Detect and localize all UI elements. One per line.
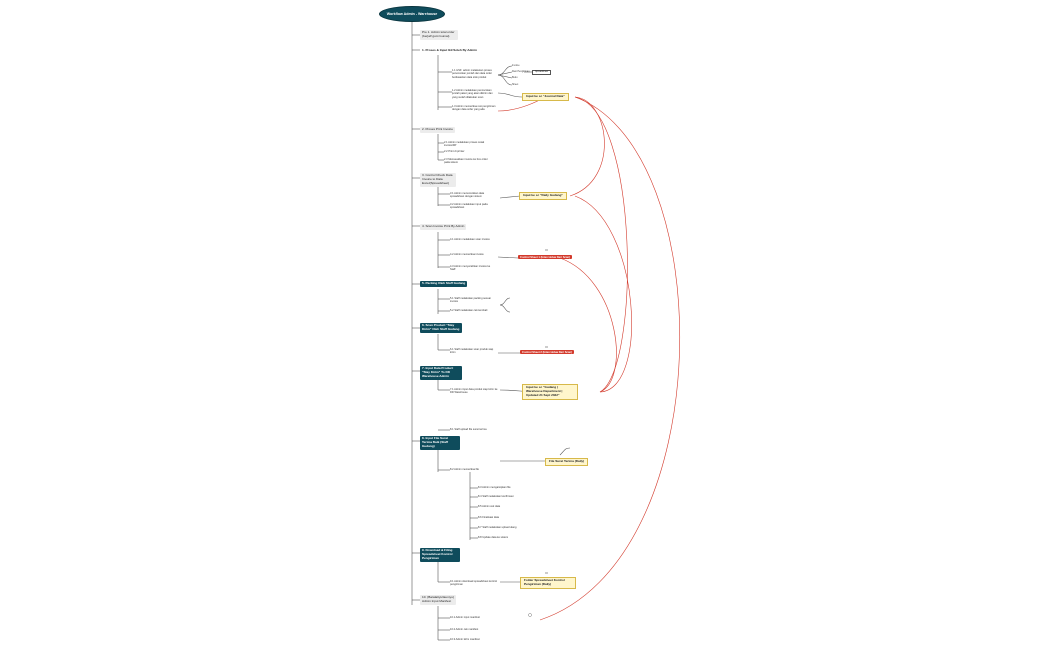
section-6[interactable]: 6. Scan Product "Stay Kirim" Oleh Staff … — [420, 323, 462, 333]
section-2[interactable]: 2. Proses Print Invoice — [420, 127, 455, 133]
item-1-2: 1.2 Admin melakukan pencocokan jumlah pa… — [452, 89, 493, 99]
section-7[interactable]: 7. Input Data Product "Stay Kirim" To DD… — [420, 366, 462, 380]
note-journal[interactable]: Input ke sc "Journal Data" — [522, 93, 569, 101]
section-8[interactable]: 8. Input File Surat Terima Baik (Staff G… — [420, 436, 460, 450]
item-4-2: 4.2 Admin memeriksa invoice — [450, 253, 484, 256]
red-control-sheet-1[interactable]: Control Sheet 1 (Intercoldua Dari Scan) — [518, 255, 573, 260]
root-node[interactable]: Workflow Admin - Warehouse — [379, 6, 445, 22]
item-8-6: 8.6 Finalisasi data — [478, 516, 499, 519]
item-7-1: 7.1 Admin input data produk siap kirim k… — [450, 388, 498, 395]
mini-resi: Resi Pengiriman — [512, 70, 530, 73]
item-5-1: 5.1 Staff melakukan packing sesuai invoi… — [450, 297, 491, 304]
note-file-surat[interactable]: File Surat Terima (Daily) — [545, 458, 589, 466]
item-2-2: 2.2 Print di printer — [444, 150, 465, 153]
item-10-2: 10.2 Admin cek manifest — [450, 628, 479, 631]
item-2-3: 2.3 Memasukkan invoice ke box order pada… — [444, 158, 488, 165]
note-folder[interactable]: Folder Spreadsheet Kontrol Pengiriman (D… — [520, 577, 576, 589]
mini-sheet: Sheet — [512, 83, 519, 86]
note-daily[interactable]: Input ke sc "Daily Gudang" — [519, 192, 567, 200]
item-8-2: 8.2 Admin memeriksa file — [450, 468, 479, 471]
item-1-3: 1.3 Admin memeriksa resi pengiriman deng… — [452, 105, 496, 112]
item-8-7: 8.7 Staff melakukan upload ulang — [478, 526, 517, 529]
red-control-sheet-2[interactable]: Control Sheet 2 (Intercoldua Dari Scan) — [520, 350, 575, 355]
section-pre1[interactable]: Pre 1. Admin total order (berjalf gum=su… — [420, 30, 458, 40]
root-label: Workflow Admin - Warehouse — [386, 12, 438, 16]
item-8-4: 8.4 Staff melakukan konfirmasi — [478, 495, 514, 498]
item-8-3: 8.3 Admin mengarsipkan file — [478, 486, 511, 489]
item-8-8: 8.8 Update data ke sistem — [478, 536, 509, 539]
section-1[interactable]: 1. Proses & Input Ikil Soleh By Admin — [422, 48, 477, 52]
mini-buku: Buku — [512, 76, 518, 79]
item-4-1: 4.1 Admin melakukan scan invoice — [450, 238, 490, 241]
item-10-3: 10.3 Admin kirim manifest — [450, 638, 480, 641]
item-4-3: 4.3 Admin menyerahkan invoice ke Staff — [450, 265, 491, 272]
mini-spreadsheet: Spreadsheet — [532, 70, 552, 75]
section-9[interactable]: 9. Download & Filing Spreadsheet Kontrol… — [420, 548, 460, 562]
section-10[interactable]: 10. (Baralattyu/laumyu) Admin Input Mani… — [420, 595, 456, 605]
item-5-2: 5.2 Staff melakukan cek kembali — [450, 309, 488, 312]
item-8-5: 8.5 Admin cek data — [478, 505, 501, 508]
item-3-2: 3.2 Admin melakukan input pada spreadshe… — [450, 203, 488, 210]
section-3[interactable]: 3. Control Check Data Invoice to Data Ex… — [420, 173, 456, 187]
section-5[interactable]: 5. Packing Oleh Staff Gudang — [420, 281, 468, 287]
item-6-1: 6.1 Staff melakukan scan produk siap kir… — [450, 348, 494, 355]
item-9-1: 9.1 Admin download spreadsheet kontrol p… — [450, 580, 497, 587]
mini-invoice: Invoice — [512, 64, 520, 67]
note-gudang[interactable]: Input ke sc "Gudang | Warehouse Departme… — [522, 384, 578, 400]
item-2-1: 2.1 Admin melakukan proses cetak invoice… — [444, 141, 485, 148]
item-8-1: 8.1 Staff upload file surat terima — [450, 428, 487, 431]
section-4[interactable]: 4. Scan Invoice Print By Admin — [420, 224, 467, 230]
item-3-1: 3.1 Admin mencocokkan data spreadsheet d… — [450, 192, 485, 199]
item-1-1: 1.1 HSF: admin melakukan proses pencocok… — [452, 69, 492, 79]
item-10-1: 10.1 Admin input manifest — [450, 616, 480, 619]
